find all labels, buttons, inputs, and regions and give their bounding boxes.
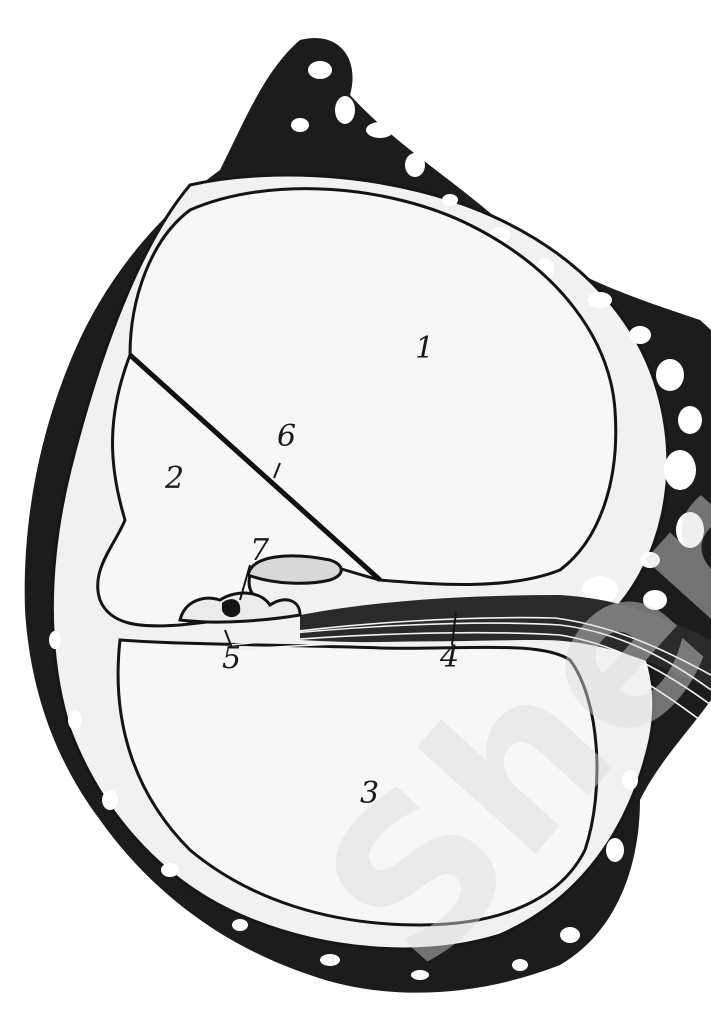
label-5: 5 xyxy=(222,641,241,676)
label-2: 2 xyxy=(164,461,184,496)
label-3: 3 xyxy=(360,776,379,811)
label-7: 7 xyxy=(250,533,270,568)
label-1: 1 xyxy=(415,331,434,366)
label-6: 6 xyxy=(277,419,296,454)
label-4: 4 xyxy=(439,640,459,675)
